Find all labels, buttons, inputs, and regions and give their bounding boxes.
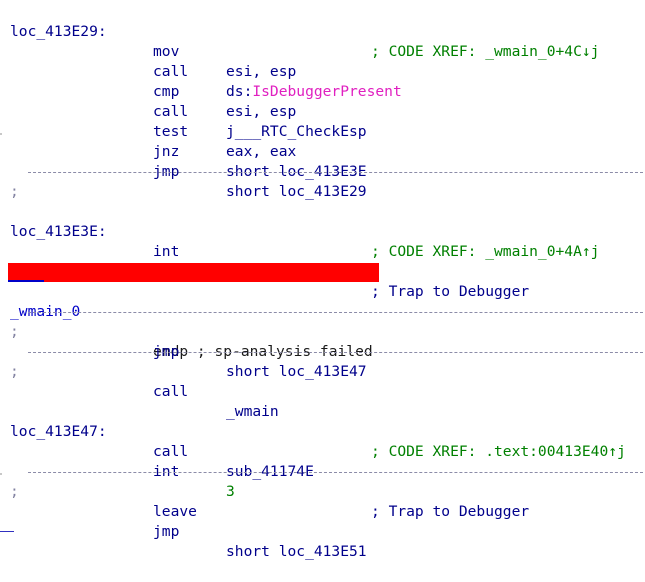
- highlighted-endp-line[interactable]: _wmain_0 endp ; sp-analysis failed: [0, 262, 645, 360]
- gutter-marker: [0, 133, 2, 135]
- code-label[interactable]: loc_413E47:: [10, 423, 107, 440]
- separator-dash-line: [28, 172, 643, 173]
- instruction-comment: ; Trap to Debugger: [371, 283, 530, 300]
- instruction-row[interactable]: int 3 ; Trap to Debugger: [0, 442, 529, 520]
- instruction-row[interactable]: jmp short loc_413E51: [0, 502, 367, 560]
- function-reference[interactable]: _wmain: [226, 403, 279, 420]
- operand: ds:IsDebuggerPresent: [226, 82, 402, 102]
- code-separator: ;: [0, 342, 645, 380]
- instruction-row[interactable]: test eax, eax: [0, 102, 296, 160]
- mnemonic: int: [153, 463, 180, 480]
- operand: eax, eax: [226, 143, 297, 160]
- mnemonic: jmp: [153, 523, 180, 540]
- jump-target-reference[interactable]: short loc_413E3E: [226, 163, 367, 180]
- code-separator: ;: [0, 162, 645, 200]
- mnemonic: test: [153, 123, 189, 140]
- instruction-row[interactable]: call j___RTC_CheckEsp: [0, 82, 367, 140]
- instruction-row[interactable]: jnz short loc_413E3E: [0, 122, 367, 180]
- mnemonic: jmp: [153, 163, 180, 180]
- separator-semicolon: ;: [10, 483, 19, 500]
- xref-comment[interactable]: ; CODE XREF: .text:00413E40↑j: [371, 443, 626, 460]
- code-separator: ;: [0, 462, 645, 500]
- mnemonic: mov: [153, 43, 180, 60]
- gutter-marker: [0, 531, 14, 532]
- instruction-row[interactable]: call ds:IsDebuggerPresent: [0, 42, 402, 100]
- separator-semicolon: ;: [10, 183, 19, 200]
- instruction-row[interactable]: jmp short loc_413E47: [0, 322, 367, 380]
- code-separator: ;: [0, 302, 645, 340]
- instruction-comment: ; Trap to Debugger: [371, 503, 530, 520]
- cursor-underline: [8, 280, 44, 282]
- jump-target-reference[interactable]: short loc_413E51: [226, 543, 367, 560]
- immediate-operand: 3: [226, 483, 235, 500]
- segment-prefix: ds:: [226, 83, 253, 100]
- mnemonic: call: [153, 383, 189, 400]
- mnemonic: call: [153, 443, 189, 460]
- disassembly-view: loc_413E29: ; CODE XREF: _wmain_0+4C↓j m…: [0, 2, 645, 560]
- separator-dash-line: [28, 472, 643, 473]
- instruction-row[interactable]: retn: [0, 242, 188, 280]
- mnemonic: leave: [153, 503, 197, 520]
- mnemonic: cmp: [153, 83, 180, 100]
- instruction-row[interactable]: call _wmain: [0, 362, 279, 420]
- code-label[interactable]: loc_413E29:: [10, 23, 107, 40]
- function-reference[interactable]: j___RTC_CheckEsp: [226, 123, 367, 140]
- code-label[interactable]: loc_413E3E:: [10, 223, 107, 240]
- separator-semicolon: ;: [10, 363, 19, 380]
- function-name-label[interactable]: _wmain_0: [10, 303, 81, 320]
- mnemonic: call: [153, 103, 189, 120]
- mnemonic: jnz: [153, 143, 180, 160]
- instruction-row[interactable]: mov esi, esp: [0, 22, 296, 80]
- gutter-marker: [0, 473, 2, 475]
- instruction-row[interactable]: int 3 ; Trap to Debugger: [0, 222, 529, 300]
- xref-comment[interactable]: ; CODE XREF: _wmain_0+4A↑j: [371, 243, 600, 260]
- separator-dash-line: [28, 352, 643, 353]
- operand: esi, esp: [226, 103, 297, 120]
- jump-target-reference[interactable]: short loc_413E29: [226, 183, 367, 200]
- code-label-row: loc_413E47: ; CODE XREF: .text:00413E40↑…: [0, 402, 626, 460]
- xref-comment[interactable]: ; CODE XREF: _wmain_0+4C↓j: [371, 43, 600, 60]
- instruction-row[interactable]: jmp short loc_413E29: [0, 142, 367, 200]
- code-label-row: loc_413E3E: ; CODE XREF: _wmain_0+4A↑j: [0, 202, 599, 260]
- mnemonic: int: [153, 243, 180, 260]
- mnemonic: jmp: [153, 343, 180, 360]
- separator-semicolon: ;: [10, 323, 19, 340]
- separator-dash-line: [28, 312, 643, 313]
- api-import-name[interactable]: IsDebuggerPresent: [252, 83, 402, 100]
- mnemonic: call: [153, 63, 189, 80]
- code-label-row: loc_413E29: ; CODE XREF: _wmain_0+4C↓j: [0, 2, 599, 60]
- endp-directive: endp ; sp-analysis failed: [153, 343, 373, 360]
- instruction-row[interactable]: call sub_41174E: [0, 422, 314, 480]
- jump-target-reference[interactable]: short loc_413E47: [226, 363, 367, 380]
- function-reference[interactable]: sub_41174E: [226, 463, 314, 480]
- instruction-row[interactable]: cmp esi, esp: [0, 62, 296, 120]
- operand: esi, esp: [226, 63, 297, 80]
- instruction-row[interactable]: leave: [0, 482, 197, 520]
- error-highlight-bar: [8, 263, 379, 282]
